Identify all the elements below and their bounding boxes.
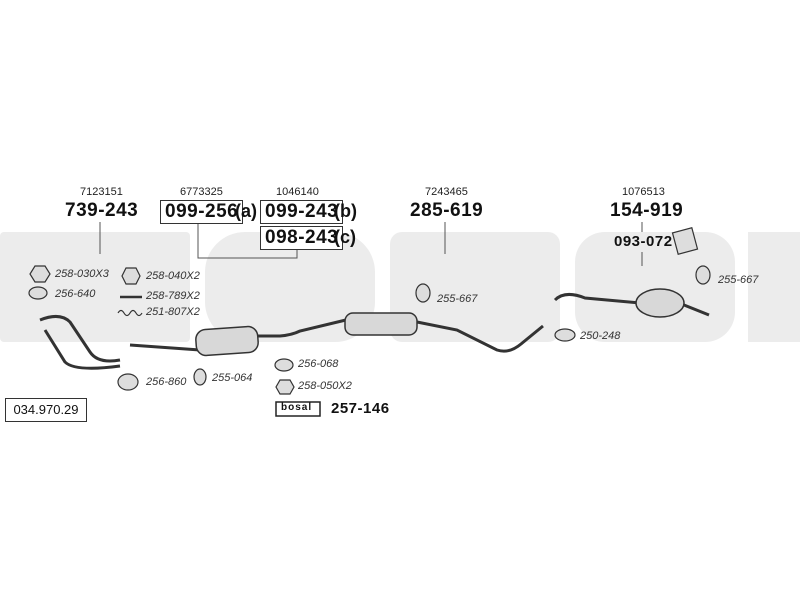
catalog-number: 034.970.29 <box>5 398 87 422</box>
accessory-label[interactable]: 251-807X2 <box>146 306 200 318</box>
watermark <box>0 232 800 342</box>
rubber-mount-icon <box>193 368 207 386</box>
rubber-mount-icon <box>695 265 711 285</box>
flange-gasket-icon <box>274 358 294 372</box>
hex-nut-icon <box>29 265 51 283</box>
part-front-pipe[interactable]: 739-243 <box>65 200 139 221</box>
ref-front-pipe: 7123151 <box>80 186 123 198</box>
accessory-label[interactable]: 255-667 <box>437 293 478 305</box>
part-rear-clamp[interactable]: 093-072 <box>614 233 673 250</box>
mid-pipe-front <box>258 317 351 338</box>
rear-silencer-body <box>635 288 685 318</box>
part-catalyst-b[interactable]: 099-243 <box>260 200 344 224</box>
catalytic-converter <box>195 325 259 357</box>
accessory-label[interactable]: 258-050X2 <box>298 380 352 392</box>
bosal-logo-frame <box>275 401 321 417</box>
rear-pipe <box>553 293 641 305</box>
part-rear-silencer[interactable]: 154-919 <box>610 200 684 221</box>
ring-gasket-icon <box>117 373 139 391</box>
clamp-bracket-icon <box>671 227 699 255</box>
rubber-mount-icon <box>415 283 431 303</box>
accessory-label[interactable]: 258-030X3 <box>55 268 109 280</box>
suffix-c: (c) <box>334 227 356 247</box>
suffix-a: (a) <box>235 201 257 221</box>
spring-icon <box>117 309 143 317</box>
accessory-label[interactable]: 255-064 <box>212 372 253 384</box>
accessory-label[interactable]: 258-040X2 <box>146 270 200 282</box>
middle-silencer-body <box>344 312 418 336</box>
ref-catalyst-a: 6773325 <box>180 186 223 198</box>
clamp-icon <box>554 328 576 342</box>
part-middle-silencer[interactable]: 285-619 <box>410 200 484 221</box>
suffix-b: (b) <box>334 201 357 221</box>
front-pipe-lower <box>43 329 121 370</box>
accessory-label[interactable]: 258-789X2 <box>146 290 200 302</box>
ref-rear-silencer: 1076513 <box>622 186 665 198</box>
accessory-label[interactable]: 255-667 <box>718 274 759 286</box>
accessory-label[interactable]: 256-860 <box>146 376 187 388</box>
ref-middle-silencer: 7243465 <box>425 186 468 198</box>
exhaust-system <box>39 288 710 370</box>
hex-nut-icon <box>121 267 141 285</box>
part-catalyst-c[interactable]: 098-243 <box>260 226 344 250</box>
gasket-icon <box>28 286 48 300</box>
hex-nut-icon <box>275 379 295 395</box>
tail-pipe <box>683 303 710 317</box>
connector-pipe <box>129 343 201 352</box>
accessory-label[interactable]: 256-068 <box>298 358 339 370</box>
accessory-label[interactable]: 256-640 <box>55 288 96 300</box>
part-mounting-kit[interactable]: 257-146 <box>331 400 390 417</box>
bosal-logo: bosal <box>281 402 313 413</box>
accessory-label[interactable]: 250-248 <box>580 330 621 342</box>
part-catalyst-a[interactable]: 099-256 <box>160 200 244 224</box>
mid-pipe-rear <box>416 320 544 353</box>
ref-catalyst-b: 1046140 <box>276 186 319 198</box>
accessory-icons <box>28 227 711 395</box>
front-pipe-upper <box>39 315 121 363</box>
